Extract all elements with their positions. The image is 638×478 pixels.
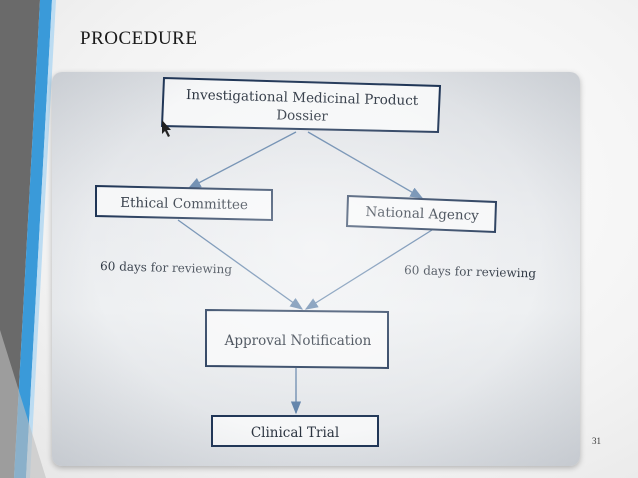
flowchart: Investigational Medicinal Product Dossie… xyxy=(95,76,537,447)
left-decoration xyxy=(0,0,56,478)
dossier-label-line1: Investigational Medicinal Product xyxy=(186,87,419,109)
right-review-label: 60 days for reviewing xyxy=(404,263,537,280)
dossier-label-line2: Dossier xyxy=(276,107,329,124)
cursor-icon xyxy=(162,120,171,137)
arrow-ethical-to-approval xyxy=(177,219,304,310)
left-review-label: 60 days for reviewing xyxy=(100,259,233,276)
node-dossier: Investigational Medicinal Product Dossie… xyxy=(160,76,442,134)
clinical-trial-label: Clinical Trial xyxy=(251,425,339,441)
arrow-national-to-approval xyxy=(304,229,433,310)
national-agency-label: National Agency xyxy=(365,204,479,224)
arrow-dossier-to-ethical xyxy=(187,131,297,189)
node-ethical-committee: Ethical Committee xyxy=(95,184,273,222)
node-national-agency: National Agency xyxy=(345,194,498,234)
node-clinical-trial: Clinical Trial xyxy=(211,415,379,447)
approval-notification-label: Approval Notification xyxy=(224,333,372,349)
arrow-dossier-to-national xyxy=(307,131,424,199)
slide-title: PROCEDURE xyxy=(80,28,198,49)
page-number: 31 xyxy=(592,436,601,446)
flowchart-photo: Investigational Medicinal Product Dossie… xyxy=(52,72,580,466)
node-approval-notification: Approval Notification xyxy=(205,308,389,370)
ethical-committee-label: Ethical Committee xyxy=(120,195,248,213)
